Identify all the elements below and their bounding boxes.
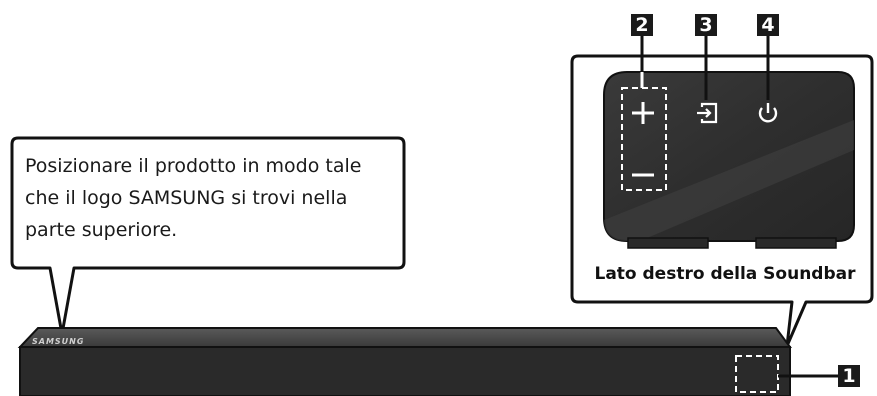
samsung-logo: SAMSUNG	[32, 337, 84, 346]
callout-bubble	[10, 136, 406, 336]
badge-sensor: 1	[838, 365, 860, 387]
volume-up-button[interactable]	[632, 102, 654, 124]
side-caption: Lato destro della Soundbar	[594, 264, 856, 284]
badge-volume: 2	[631, 14, 653, 36]
badge-power: 4	[757, 14, 779, 36]
panel-foot-left	[627, 237, 709, 249]
side-panel-sheen	[604, 120, 854, 241]
source-input-icon[interactable]	[697, 36, 718, 124]
panel-foot-right	[755, 237, 837, 249]
badge-source: 3	[695, 14, 717, 36]
soundbar-body	[19, 346, 791, 396]
sensor-highlight	[735, 355, 779, 393]
power-icon[interactable]	[758, 36, 778, 123]
soundbar-top	[17, 327, 792, 348]
volume-buttons-highlight	[621, 87, 667, 191]
callout-text: Posizionare il prodotto in modo tale che…	[25, 155, 362, 241]
